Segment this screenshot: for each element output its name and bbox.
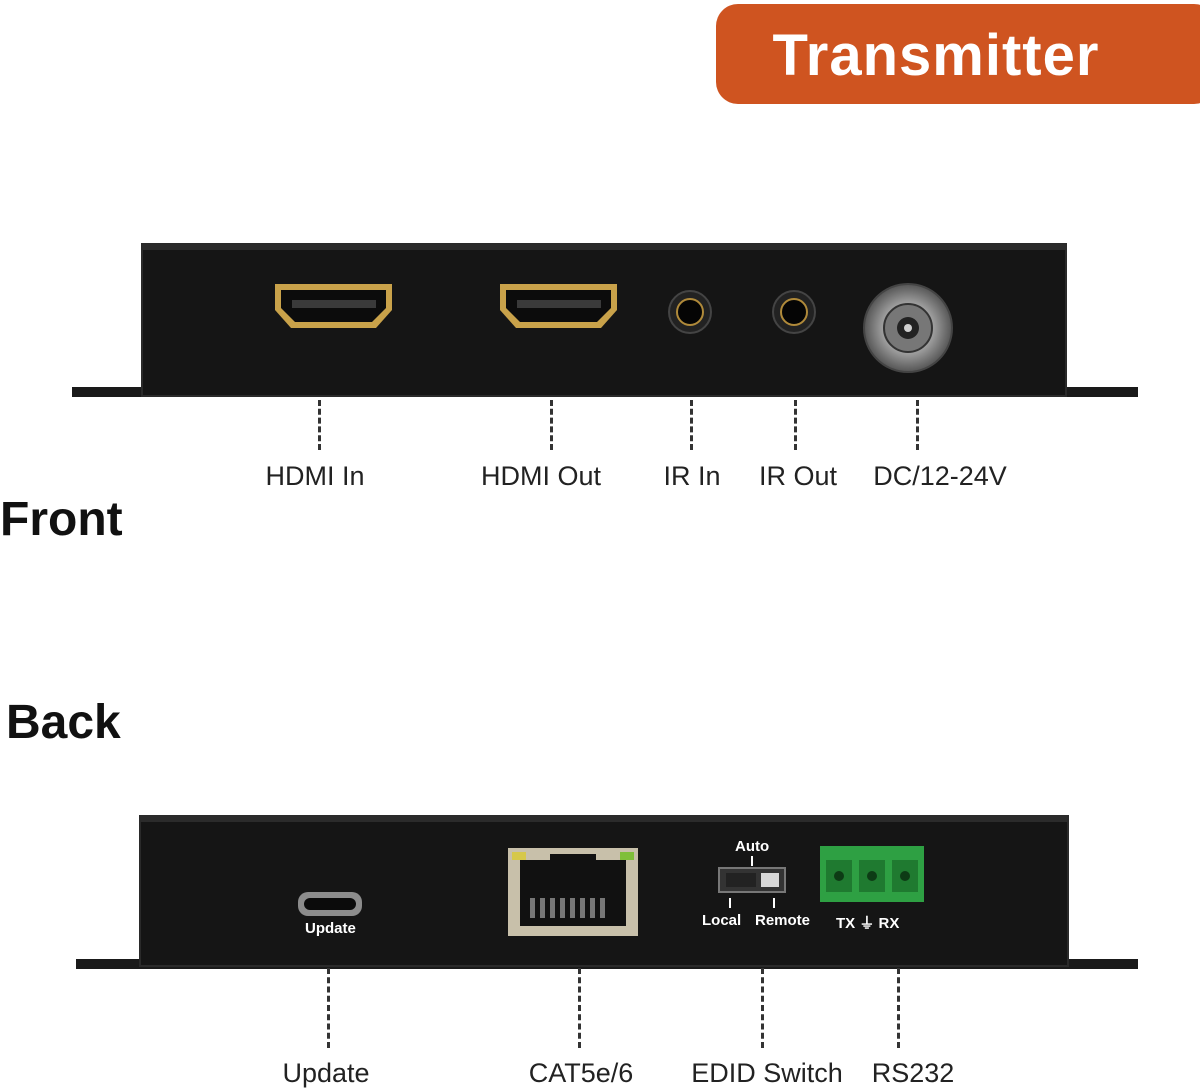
front-leader-line bbox=[690, 400, 693, 450]
hdmi-out-port bbox=[500, 284, 617, 328]
hdmi-in-port bbox=[275, 284, 392, 328]
front-leader-line bbox=[916, 400, 919, 450]
rs232-terminal-block bbox=[820, 846, 924, 902]
edid-switch bbox=[718, 856, 786, 908]
micro-usb-port bbox=[298, 892, 362, 916]
front-leader-line bbox=[550, 400, 553, 450]
rj45-port bbox=[508, 848, 638, 936]
back-title: Back bbox=[6, 696, 121, 749]
back-leader-line bbox=[897, 968, 900, 1048]
back-leader-line bbox=[578, 968, 581, 1048]
label-dc-power: DC/12-24V bbox=[873, 461, 1007, 491]
label-edid-switch: EDID Switch bbox=[691, 1058, 843, 1088]
label-rs232: RS232 bbox=[871, 1058, 955, 1088]
panel-label-auto: Auto bbox=[735, 838, 770, 855]
panel-label-tx-gnd-rx: TX ⏚ RX bbox=[836, 915, 900, 932]
badge-text: Transmitter bbox=[772, 23, 1100, 88]
front-title: Front bbox=[0, 493, 123, 546]
back-leader-line bbox=[761, 968, 764, 1048]
label-ir-in: IR In bbox=[663, 461, 721, 491]
back-device-image bbox=[76, 815, 1138, 969]
front-device-image bbox=[72, 243, 1138, 397]
label-hdmi-out: HDMI Out bbox=[480, 461, 602, 491]
transmitter-badge: Transmitter bbox=[716, 4, 1200, 104]
panel-label-update: Update bbox=[305, 920, 356, 937]
label-update: Update bbox=[282, 1058, 370, 1088]
label-ir-out: IR Out bbox=[758, 461, 838, 491]
ir-out-jack bbox=[772, 290, 816, 334]
front-leader-line bbox=[318, 400, 321, 450]
label-cat5e6: CAT5e/6 bbox=[528, 1058, 634, 1088]
panel-label-remote: Remote bbox=[755, 912, 811, 929]
label-hdmi-in: HDMI In bbox=[265, 461, 365, 491]
back-leader-line bbox=[327, 968, 330, 1048]
ir-in-jack bbox=[668, 290, 712, 334]
front-leader-line bbox=[794, 400, 797, 450]
panel-label-local: Local bbox=[702, 912, 742, 929]
dc-power-jack bbox=[863, 283, 953, 373]
